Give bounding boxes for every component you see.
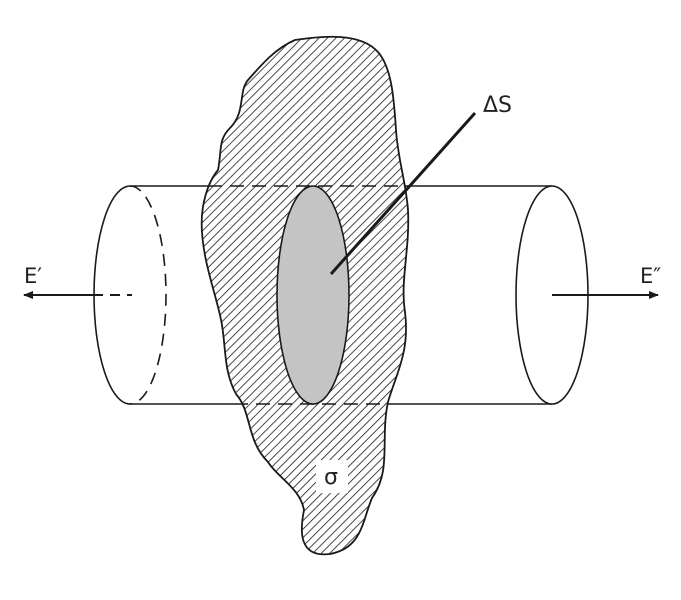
delta-s-leader-line [329, 112, 477, 275]
delta-s-label: ΔS [483, 93, 512, 118]
cylinder-left-cap-back [129, 185, 167, 405]
e-left-label: E′ [24, 264, 42, 288]
surface-patch-delta-s [276, 185, 350, 405]
sigma-label-box [316, 460, 348, 493]
e-right-label: E″ [640, 264, 661, 288]
sigma-label: σ [324, 465, 338, 490]
